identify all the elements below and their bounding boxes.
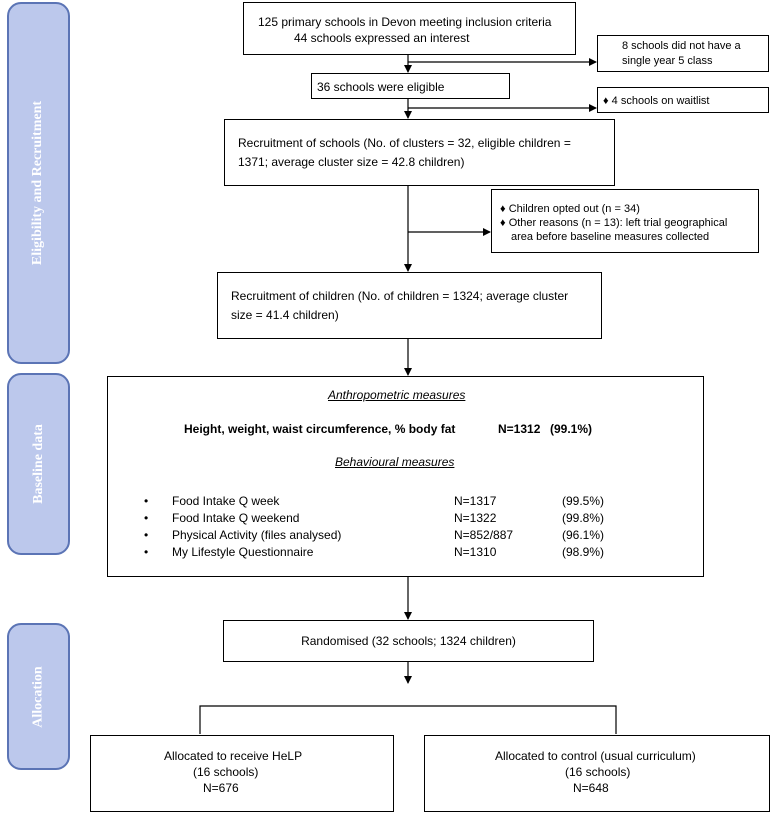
recruit-schools-line2: 1371; average cluster size = 42.8 childr…	[238, 155, 465, 169]
primary-schools-box: 125 primary schools in Devon meeting inc…	[243, 2, 576, 55]
waitlist-text: ♦ 4 schools on waitlist	[603, 95, 710, 107]
recruit-schools-box: Recruitment of schools (No. of clusters …	[224, 119, 615, 186]
anthro-n: N=1312	[498, 422, 541, 436]
anthro-pct: (99.1%)	[550, 422, 593, 436]
behav-n: N=1322	[454, 511, 497, 525]
control-allocation-line3: N=648	[573, 781, 609, 795]
no-year5-line2: single year 5 class	[622, 55, 713, 67]
help-allocation-line2: (16 schools)	[193, 765, 259, 779]
control-allocation-box: Allocated to control (usual curriculum) …	[424, 735, 770, 812]
baseline-measures-box: Anthropometric measures Height, weight, …	[107, 376, 704, 577]
primary-schools-line1: 125 primary schools in Devon meeting inc…	[258, 15, 552, 29]
control-allocation-line2: (16 schools)	[565, 765, 631, 779]
behav-title: Behavioural measures	[335, 455, 455, 469]
diamond-bullet-icon: ♦	[500, 217, 506, 229]
control-allocation-line1: Allocated to control (usual curriculum)	[495, 749, 696, 763]
behav-pct: (98.9%)	[562, 545, 605, 559]
waitlist-box: ♦ 4 schools on waitlist	[597, 87, 769, 113]
randomised-text: Randomised (32 schools; 1324 children)	[301, 634, 516, 648]
diamond-bullet-icon: ♦	[500, 203, 506, 215]
help-allocation-line1: Allocated to receive HeLP	[164, 749, 303, 763]
behav-n: N=852/887	[454, 528, 514, 542]
anthro-label: Height, weight, waist circumference, % b…	[184, 422, 456, 436]
excluded-opted-out-text: Children opted out (n = 34)	[508, 203, 640, 215]
recruit-children-line1: Recruitment of children (No. of children…	[231, 289, 569, 303]
eligible-schools-box: 36 schools were eligible	[311, 73, 510, 99]
behav-n: N=1310	[454, 545, 497, 559]
eligible-schools-text: 36 schools were eligible	[317, 80, 445, 94]
excluded-item-other: ♦ Other reasons (n = 13): left trial geo…	[500, 216, 758, 230]
behav-label: Physical Activity (files analysed)	[172, 528, 342, 542]
recruit-schools-line1: Recruitment of schools (No. of clusters …	[238, 136, 571, 150]
help-allocation-line3: N=676	[203, 781, 239, 795]
behav-n: N=1317	[454, 494, 497, 508]
excluded-children-box: ♦ Children opted out (n = 34) ♦ Other re…	[491, 189, 759, 253]
behav-label: My Lifestyle Questionnaire	[172, 545, 314, 559]
section-allocation-label: Allocation	[7, 623, 70, 770]
no-year5-line1: 8 schools did not have a	[622, 40, 741, 52]
recruit-children-box: Recruitment of children (No. of children…	[217, 272, 602, 339]
no-year5-box: 8 schools did not have a single year 5 c…	[597, 35, 769, 72]
bullet-icon: •	[144, 494, 149, 508]
bullet-icon: •	[144, 511, 149, 525]
behav-label: Food Intake Q weekend	[172, 511, 300, 525]
behav-pct: (99.5%)	[562, 494, 605, 508]
help-allocation-box: Allocated to receive HeLP (16 schools) N…	[90, 735, 394, 812]
anthro-title: Anthropometric measures	[328, 388, 466, 402]
behav-pct: (99.8%)	[562, 511, 605, 525]
bullet-icon: •	[144, 528, 149, 542]
section-baseline-label: Baseline data	[7, 373, 70, 555]
randomised-box: Randomised (32 schools; 1324 children)	[223, 620, 594, 662]
allocation-split-line	[199, 705, 617, 734]
section-eligibility-label: Eligibility and Recruitment	[7, 2, 70, 364]
excluded-item-other-cont: area before baseline measures collected	[511, 231, 710, 243]
behav-pct: (96.1%)	[562, 528, 605, 542]
recruit-children-line2: size = 41.4 children)	[231, 308, 339, 322]
excluded-other-text: Other reasons (n = 13): left trial geogr…	[508, 217, 728, 229]
primary-schools-line2: 44 schools expressed an interest	[294, 31, 470, 45]
behav-label: Food Intake Q week	[172, 494, 280, 508]
excluded-item-opted-out: ♦ Children opted out (n = 34)	[500, 202, 758, 216]
bullet-icon: •	[144, 545, 149, 559]
